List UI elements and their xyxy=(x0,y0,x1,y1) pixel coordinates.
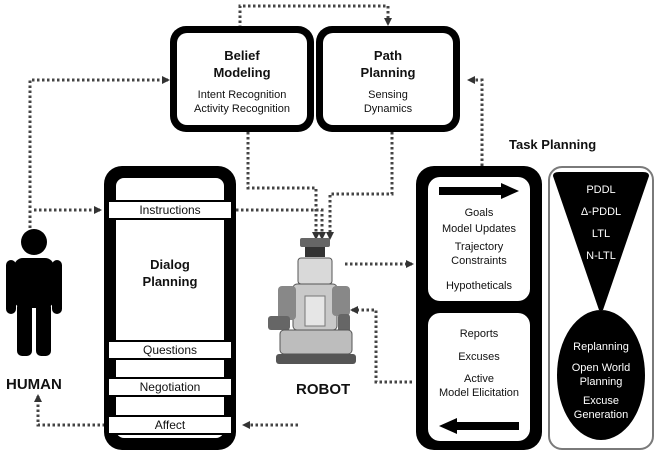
arrow-left-icon xyxy=(439,418,519,434)
replanning-label: Replanning xyxy=(573,341,629,353)
connector-belief-path-top xyxy=(238,4,392,28)
intent-recognition-label: Intent Recognition xyxy=(197,89,287,101)
task-goals-box xyxy=(428,177,530,301)
dialog-planning-title: Dialog Planning xyxy=(142,257,198,289)
human-icon xyxy=(6,229,62,356)
delta-pddl-label: Δ-PDDL xyxy=(580,206,622,218)
instructions-cell: Instructions xyxy=(107,200,233,220)
task-reports-box xyxy=(428,313,530,441)
excuse-generation-label: Excuse Generation xyxy=(573,395,629,421)
trajectory-constraints-label: Trajectory Constraints xyxy=(451,241,507,267)
excuses-label: Excuses xyxy=(458,351,500,363)
n-ltl-label: N-LTL xyxy=(586,250,616,262)
ltl-label: LTL xyxy=(591,228,611,240)
connector-task-path xyxy=(467,76,484,166)
negotiation-cell: Negotiation xyxy=(107,377,233,397)
belief-modeling-box: Belief Modeling Intent Recognition Activ… xyxy=(170,26,314,132)
activity-recognition-label: Activity Recognition xyxy=(194,103,290,115)
model-updates-label: Model Updates xyxy=(442,223,516,235)
questions-cell: Questions xyxy=(107,340,233,360)
robot-label: ROBOT xyxy=(296,381,351,398)
arrow-right-icon xyxy=(439,183,519,199)
path-planning-title: Path Planning xyxy=(360,48,416,80)
dynamics-label: Dynamics xyxy=(363,103,413,115)
belief-modeling-title: Belief Modeling xyxy=(213,48,271,80)
open-world-planning-label: Open World Planning xyxy=(571,362,631,388)
reports-label: Reports xyxy=(459,328,499,340)
affect-cell: Affect xyxy=(107,415,233,435)
task-planning-label: Task Planning xyxy=(509,137,597,152)
sensing-label: Sensing xyxy=(368,89,408,101)
path-planning-box: Path Planning Sensing Dynamics xyxy=(316,26,460,132)
planning-ellipse xyxy=(557,310,645,440)
robot-icon xyxy=(268,238,356,364)
active-model-elicitation-label: Active Model Elicitation xyxy=(438,373,520,399)
pddl-label: PDDL xyxy=(586,184,616,196)
hypotheticals-label: Hypotheticals xyxy=(445,280,513,292)
goals-label: Goals xyxy=(464,207,494,219)
connector-instructions-robot xyxy=(236,208,326,240)
connector-path-robot xyxy=(326,132,394,240)
connector-human-belief xyxy=(28,76,170,228)
triangle-shape xyxy=(553,172,649,310)
connector-task-robot xyxy=(350,306,412,384)
connector-affect-human xyxy=(34,394,105,427)
human-label: HUMAN xyxy=(6,376,62,393)
connector-belief-robot xyxy=(246,132,320,240)
